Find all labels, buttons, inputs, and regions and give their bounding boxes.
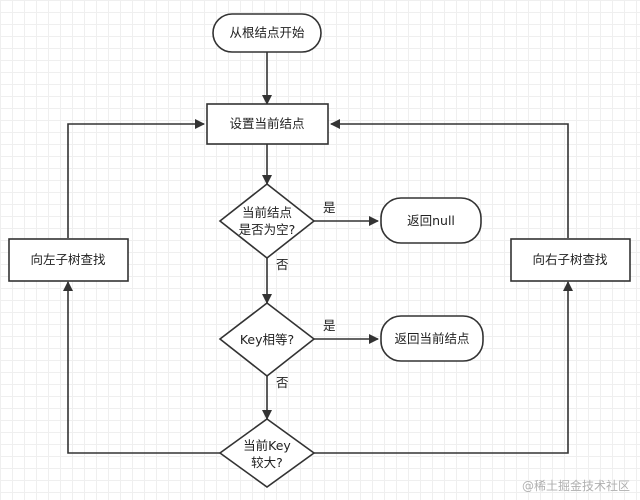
edge-greater-to-left	[63, 281, 220, 454]
key-greater-label-line1: 当前Key	[243, 438, 291, 453]
node-search-right	[510, 238, 631, 282]
node-key-greater	[218, 418, 316, 488]
edge-greater-to-right	[314, 281, 573, 454]
edge-right-to-set	[330, 119, 569, 238]
search-right-label: 向右子树查找	[532, 252, 608, 267]
is-empty-label-line1: 当前结点	[242, 205, 292, 220]
edge-label-yes-equal: 是	[323, 318, 336, 333]
start-label: 从根结点开始	[229, 25, 305, 40]
search-left-label: 向左子树查找	[30, 252, 106, 267]
node-start	[212, 13, 322, 53]
node-search-left	[8, 238, 129, 282]
is-empty-label-line2: 是否为空?	[239, 222, 296, 237]
watermark: @稀土掘金技术社区	[521, 479, 630, 493]
return-current-label: 返回当前结点	[394, 331, 469, 346]
node-return-null	[380, 197, 482, 244]
key-greater-label-line2: 较大?	[251, 455, 283, 470]
return-null-label: 返回null	[407, 213, 455, 228]
edge-label-yes-empty: 是	[323, 200, 336, 215]
edge-left-to-set	[67, 119, 205, 238]
node-set-current	[206, 103, 329, 145]
edge-label-no-empty: 否	[276, 257, 289, 272]
edge-label-no-equal: 否	[276, 375, 289, 390]
set-current-label: 设置当前结点	[229, 116, 304, 131]
node-is-empty	[218, 182, 316, 260]
node-key-equal	[218, 301, 316, 378]
key-equal-label: Key相等?	[240, 332, 294, 347]
node-return-current	[380, 315, 484, 362]
